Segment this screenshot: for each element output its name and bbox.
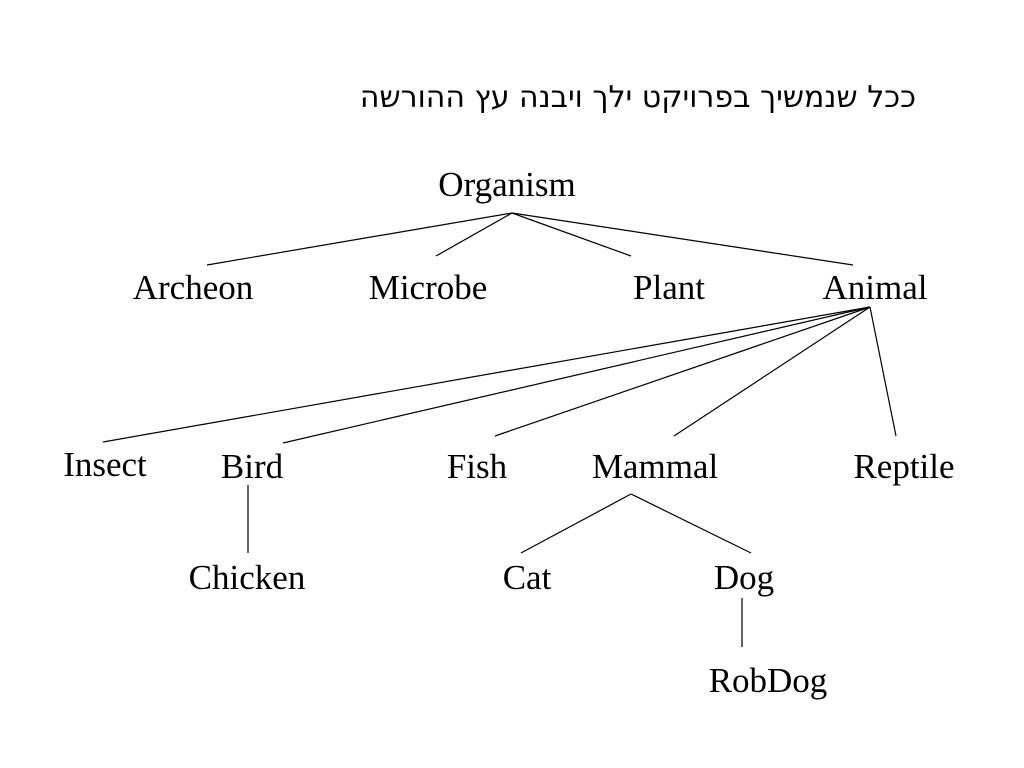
edge-animal-reptile (869, 306, 897, 437)
edge-mammal-cat (520, 493, 632, 554)
edge-organism-archeon (206, 212, 513, 266)
edge-animal-fish (494, 306, 871, 437)
node-cat: Cat (502, 558, 552, 597)
edge-mammal-dog (630, 493, 752, 554)
edge-organism-microbe (435, 212, 513, 257)
edge-animal-bird (282, 306, 871, 444)
node-chicken: Chicken (188, 558, 306, 597)
edge-organism-plant (511, 212, 632, 257)
node-archeon: Archeon (132, 268, 254, 307)
node-microbe: Microbe (368, 268, 488, 307)
node-reptile: Reptile (853, 447, 955, 486)
node-bird: Bird (220, 447, 284, 486)
node-dog: Dog (713, 558, 775, 597)
slide-title: ככל שנמשיך בפרויקט ילך ויבנה עץ ההורשה (359, 80, 916, 115)
edge-animal-insect (102, 306, 871, 443)
node-mammal: Mammal (591, 447, 719, 486)
edge-organism-animal (511, 212, 854, 266)
node-robdog: RobDog (708, 661, 828, 700)
node-insect: Insect (63, 445, 147, 484)
node-organism: Organism (438, 165, 576, 204)
node-plant: Plant (633, 268, 705, 307)
node-fish: Fish (446, 447, 508, 486)
node-animal: Animal (822, 268, 928, 307)
edge-animal-mammal (673, 306, 871, 437)
